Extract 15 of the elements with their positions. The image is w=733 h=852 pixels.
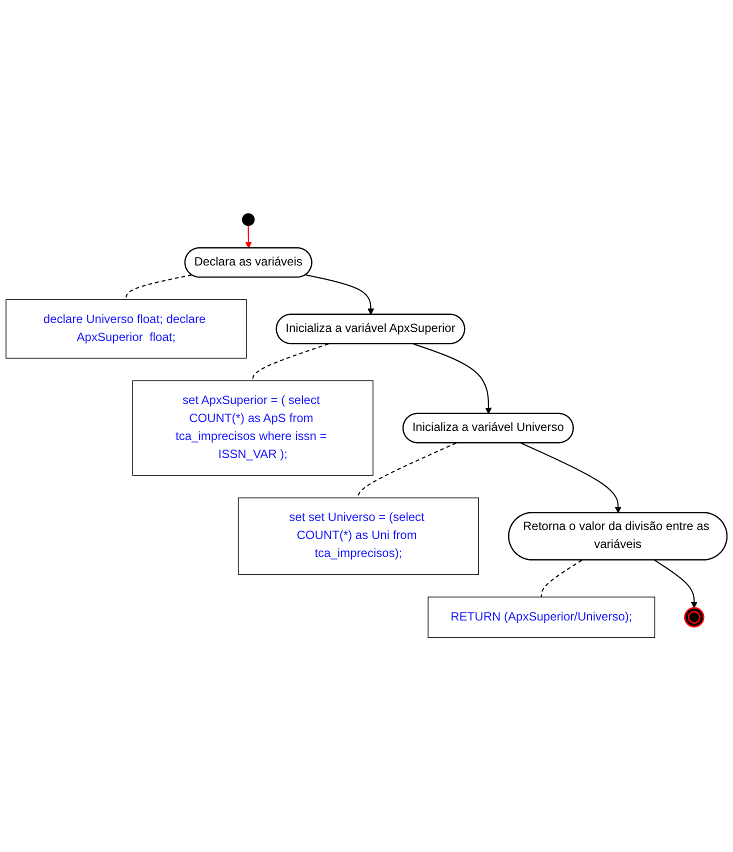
- node-circle: [242, 213, 255, 226]
- connector: [252, 344, 329, 381]
- node-box: set ApxSuperior = ( select COUNT(*) as ApS from tca_imprecisos where issn = ISSN_VAR );: [132, 380, 374, 476]
- arrow: [306, 274, 374, 316]
- connector: [126, 274, 192, 300]
- arrow: [245, 225, 252, 249]
- node-box: RETURN (ApxSuperior/Universo);: [428, 596, 656, 638]
- arrow: [520, 442, 622, 514]
- arrow: [413, 344, 492, 414]
- node-box: set set Universo = (select COUNT(*) as Uni from tca_imprecisos);: [238, 498, 479, 576]
- node-box: declare Universo float; declare ApxSuperior float;: [6, 299, 247, 359]
- node-circle: [684, 607, 704, 628]
- connector: [358, 442, 456, 498]
- arrow: [654, 560, 698, 608]
- connector: [540, 560, 582, 598]
